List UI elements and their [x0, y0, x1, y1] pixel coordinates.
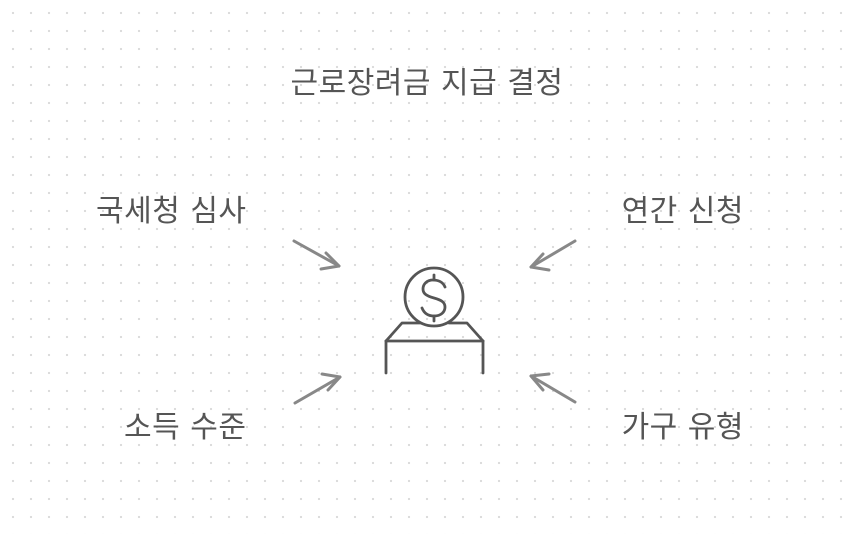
input-label-income-level: 소득 수준 — [124, 410, 247, 445]
input-label-household-type: 가구 유형 — [621, 410, 744, 445]
dollar-coin-deposit-icon — [384, 266, 485, 375]
arrow-bottom-left — [293, 372, 342, 405]
arrow-top-left — [292, 239, 341, 271]
diagram-title: 근로장려금 지급 결정 — [290, 66, 564, 101]
input-label-annual-application: 연간 신청 — [621, 194, 744, 229]
arrow-bottom-right — [529, 372, 577, 404]
arrow-top-right — [529, 239, 577, 272]
input-label-tax-review: 국세청 심사 — [96, 194, 247, 229]
coin-icon — [403, 266, 465, 328]
deposit-box-icon — [384, 321, 485, 375]
